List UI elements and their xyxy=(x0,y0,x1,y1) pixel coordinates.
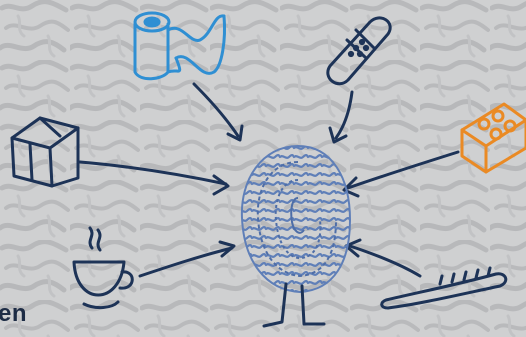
caption-text: en xyxy=(0,300,27,328)
